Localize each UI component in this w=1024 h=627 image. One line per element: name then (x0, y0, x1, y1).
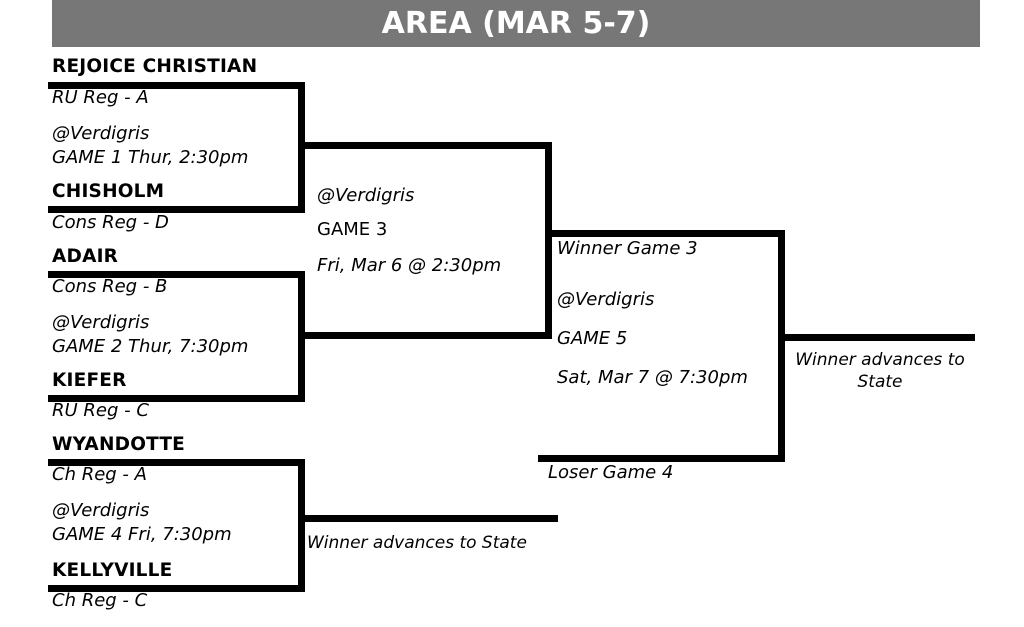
bracket-connector-game3 (545, 142, 552, 339)
game5-entrant-bottom: Loser Game 4 (548, 462, 674, 483)
bracket-line-game5-top (545, 230, 785, 237)
game5-entrant-top: Winner Game 3 (557, 238, 698, 259)
final-advance-note-line1: Winner advances to (795, 350, 965, 370)
bracket-connector-game5 (778, 230, 785, 462)
game3-label: GAME 3 (317, 219, 388, 240)
team-seed-kellyville: Ch Reg - C (52, 590, 148, 611)
game4-advance-note: Winner advances to State (307, 533, 527, 553)
bracket-line-m1-bottom (48, 206, 305, 213)
bracket-line-m3-top (48, 459, 305, 466)
game4-venue: @Verdigris (52, 500, 150, 521)
page-title: AREA (MAR 5-7) (381, 6, 651, 41)
team-name-rejoice-christian: REJOICE CHRISTIAN (52, 56, 258, 77)
team-seed-chisholm: Cons Reg - D (52, 212, 169, 233)
team-seed-wyandotte: Ch Reg - A (52, 464, 147, 485)
team-seed-kiefer: RU Reg - C (52, 400, 149, 421)
game3-schedule: Fri, Mar 6 @ 2:30pm (317, 255, 502, 276)
team-name-kellyville: KELLYVILLE (52, 560, 173, 581)
team-seed-adair: Cons Reg - B (52, 276, 168, 297)
bracket-line-game3-top (298, 142, 552, 149)
team-seed-rejoice-christian: RU Reg - A (52, 87, 149, 108)
game3-venue: @Verdigris (317, 185, 415, 206)
bracket-line-final-advance (778, 334, 975, 341)
bracket-line-game4-advance (298, 515, 558, 522)
bracket-line-game3-bottom (298, 332, 552, 339)
team-name-adair: ADAIR (52, 246, 119, 267)
game5-venue: @Verdigris (557, 289, 655, 310)
bracket-line-m2-top (48, 271, 305, 278)
game1-venue: @Verdigris (52, 123, 150, 144)
game1-schedule: GAME 1 Thur, 2:30pm (52, 147, 249, 168)
bracket-line-m3-bottom (48, 585, 305, 592)
game5-schedule: Sat, Mar 7 @ 7:30pm (557, 367, 748, 388)
game2-schedule: GAME 2 Thur, 7:30pm (52, 336, 249, 357)
team-name-kiefer: KIEFER (52, 370, 127, 391)
bracket-line-m2-bottom (48, 395, 305, 402)
team-name-wyandotte: WYANDOTTE (52, 434, 186, 455)
bracket-line-m1-top (48, 82, 305, 89)
game5-label: GAME 5 (557, 328, 628, 349)
final-advance-note-line2: State (857, 371, 903, 392)
game4-schedule: GAME 4 Fri, 7:30pm (52, 524, 232, 545)
team-name-chisholm: CHISHOLM (52, 181, 165, 202)
final-advance-note: Winner advances to State (790, 350, 970, 394)
bracket-connector-m3 (298, 459, 305, 592)
page-title-banner: AREA (MAR 5-7) (52, 0, 980, 47)
bracket-line-game5-bottom (538, 455, 785, 462)
game2-venue: @Verdigris (52, 312, 150, 333)
